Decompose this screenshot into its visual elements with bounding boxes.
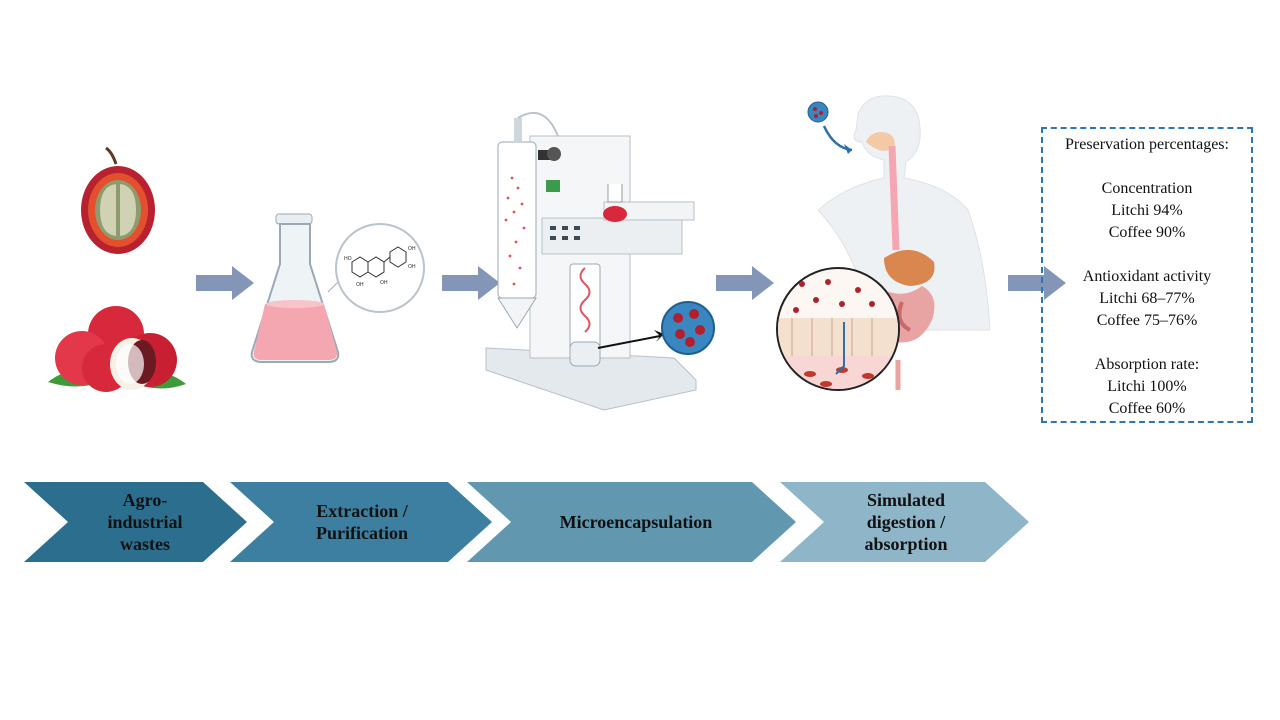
stage-label-4: Simulated digestion / absorption [864,490,948,554]
flow-arrow-3 [716,266,774,300]
svg-text:HO: HO [344,256,352,262]
svg-text:OH: OH [380,280,388,286]
chevron-stage-1 [24,482,247,562]
results-title: Preservation percentages: [1065,136,1229,153]
flow-arrow-1 [196,266,254,300]
extraction-flask-icon: HO OH OH OH OH [250,213,425,363]
concentration-litchi: Litchi 94% [1111,202,1183,219]
absorption-litchi: Litchi 100% [1107,378,1187,395]
intestinal-absorption-icon [776,267,900,391]
process-chevrons [24,482,1029,562]
coffee-cherry-icon [81,146,155,254]
svg-text:OH: OH [408,264,416,270]
svg-text:OH: OH [408,246,416,252]
antioxidant-litchi: Litchi 68–77% [1099,290,1195,307]
stage-label-2: Extraction / Purification [316,501,408,543]
chevron-stage-3 [467,482,796,562]
litchi-fruit-icon [48,306,186,392]
absorption-coffee: Coffee 60% [1108,400,1186,417]
spray-dryer-icon [485,112,697,411]
concentration-coffee: Coffee 90% [1108,224,1186,241]
flow-arrow-4 [1008,266,1066,300]
stage-label-3: Microencapsulation [559,512,713,532]
concentration-heading: Concentration [1101,180,1193,197]
absorption-heading: Absorption rate: [1094,356,1200,373]
chevron-stage-4 [780,482,1029,562]
antioxidant-heading: Antioxidant activity [1082,268,1212,285]
microcapsule-icon [661,301,715,355]
svg-text:OH: OH [356,282,364,288]
stage-label-1: Agro- industrial wastes [107,490,183,554]
results-box: Preservation percentages: Concentration … [1041,127,1253,423]
flow-arrow-2 [442,266,500,300]
chevron-stage-2 [230,482,492,562]
antioxidant-coffee: Coffee 75–76% [1096,312,1198,329]
